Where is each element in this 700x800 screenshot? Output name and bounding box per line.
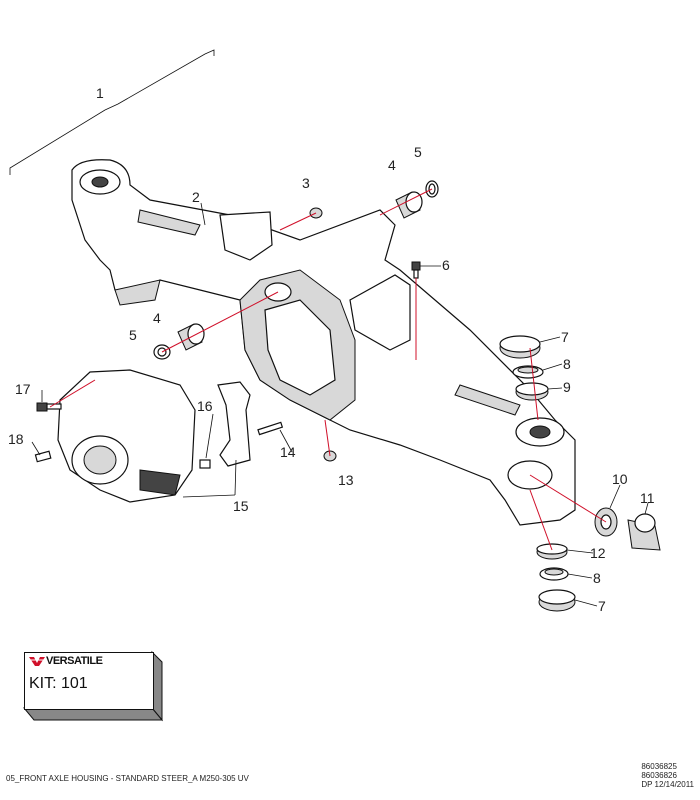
bushing-10-11 xyxy=(594,507,661,551)
pin-16 xyxy=(199,459,211,469)
drawing-date: DP 12/14/2011 xyxy=(641,780,694,789)
callout-4-upper: 4 xyxy=(388,157,396,173)
callout-14: 14 xyxy=(280,444,296,460)
callout-17: 17 xyxy=(15,381,31,397)
differential-carrier xyxy=(57,369,196,503)
kit-box-shadow xyxy=(22,650,164,722)
callout-12: 12 xyxy=(590,545,606,561)
drawing-title: 05_FRONT AXLE HOUSING - STANDARD STEER_A… xyxy=(6,774,249,783)
grease-fitting-6 xyxy=(411,261,421,279)
kit-box: VERSATILE KIT: 101 xyxy=(24,652,154,710)
callout-7-upper: 7 xyxy=(561,329,569,345)
bushing-lower xyxy=(153,323,205,360)
callout-3: 3 xyxy=(302,175,310,191)
callout-8-upper: 8 xyxy=(563,356,571,372)
part-number: 86036826 xyxy=(641,771,677,780)
callout-leaders xyxy=(31,202,649,607)
callout-6: 6 xyxy=(442,257,450,273)
callout-4-lower: 4 xyxy=(153,310,161,326)
callout-2: 2 xyxy=(192,189,200,205)
callout-1: 1 xyxy=(96,85,104,101)
bolt-17 xyxy=(36,402,62,412)
brand-name: VERSATILE xyxy=(46,655,103,667)
callout-15: 15 xyxy=(233,498,249,514)
callout-10: 10 xyxy=(612,471,628,487)
callout-5-upper: 5 xyxy=(414,144,422,160)
part-number: 86036825 xyxy=(641,762,677,771)
axle-housing xyxy=(71,159,576,526)
callout-5-lower: 5 xyxy=(129,327,137,343)
callout-7-lower: 7 xyxy=(598,598,606,614)
bushing-upper xyxy=(395,180,439,219)
versatile-logo-icon xyxy=(29,656,45,666)
bearing-cap xyxy=(217,381,251,467)
callout-13: 13 xyxy=(338,472,354,488)
callout-8-lower: 8 xyxy=(593,570,601,586)
bolt-14 xyxy=(257,421,284,436)
callout-labels: 1 2 3 4 5 6 4 5 7 8 9 17 16 18 14 13 15 … xyxy=(8,85,655,614)
callout-16: 16 xyxy=(197,398,213,414)
callout-11: 11 xyxy=(640,490,655,506)
assembly-lines xyxy=(49,188,607,551)
assembly-bracket xyxy=(9,49,215,175)
callout-18: 18 xyxy=(8,431,24,447)
kit-label: KIT: 101 xyxy=(29,675,88,692)
brand-logo: VERSATILE xyxy=(29,655,103,667)
seal-rings-lower xyxy=(536,543,576,612)
callout-9: 9 xyxy=(563,379,571,395)
dowel-18 xyxy=(34,450,52,463)
drawing-ids: 86036825 86036826 DP 12/14/2011 xyxy=(641,762,694,789)
